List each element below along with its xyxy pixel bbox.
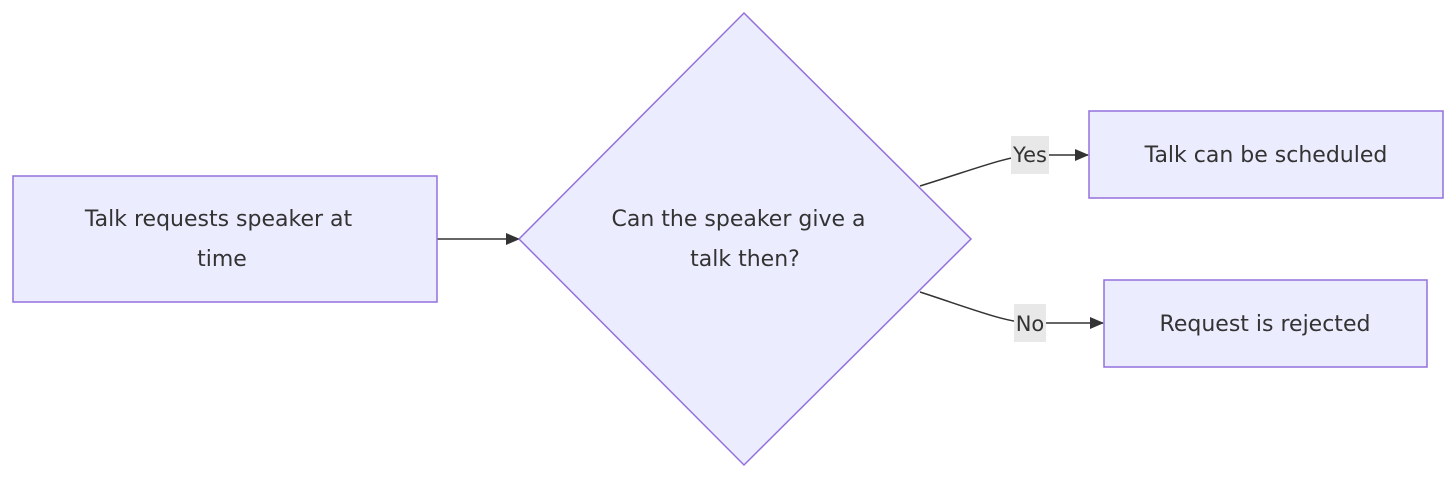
node-talk-request-box <box>12 175 438 303</box>
node-decision-diamond <box>517 11 973 467</box>
node-decision: Can the speaker give a talk then? <box>517 11 973 467</box>
edge-label-yes: Yes <box>1011 136 1049 174</box>
edge-decision-to-scheduled <box>919 149 1089 187</box>
node-request-rejected: Request is rejected <box>1103 279 1428 368</box>
node-talk-scheduled-box <box>1088 110 1444 199</box>
node-request-rejected-label: Request is rejected <box>1160 312 1371 337</box>
node-talk-request-line-1: Talk requests speaker at <box>84 207 353 232</box>
node-talk-request: Talk requests speaker at time <box>12 175 438 303</box>
node-talk-request-label: Talk requests speaker at time <box>84 207 359 272</box>
node-decision-label: Can the speaker give a talk then? <box>612 207 873 272</box>
node-talk-scheduled-label: Talk can be scheduled <box>1144 143 1388 168</box>
node-decision-line-2: talk then? <box>690 247 800 272</box>
edge-label-no-text: No <box>1016 312 1045 336</box>
edge-label-yes-text: Yes <box>1012 143 1047 167</box>
edge-label-yes-background <box>1011 136 1049 174</box>
node-talk-request-line-2: time <box>197 247 247 272</box>
edge-label-no: No <box>1014 304 1046 342</box>
node-talk-scheduled: Talk can be scheduled <box>1088 110 1444 199</box>
edge-decision-to-rejected <box>919 291 1104 329</box>
node-decision-line-1: Can the speaker give a <box>612 207 866 232</box>
edge-label-no-background <box>1014 304 1046 342</box>
node-request-rejected-box <box>1103 279 1428 368</box>
